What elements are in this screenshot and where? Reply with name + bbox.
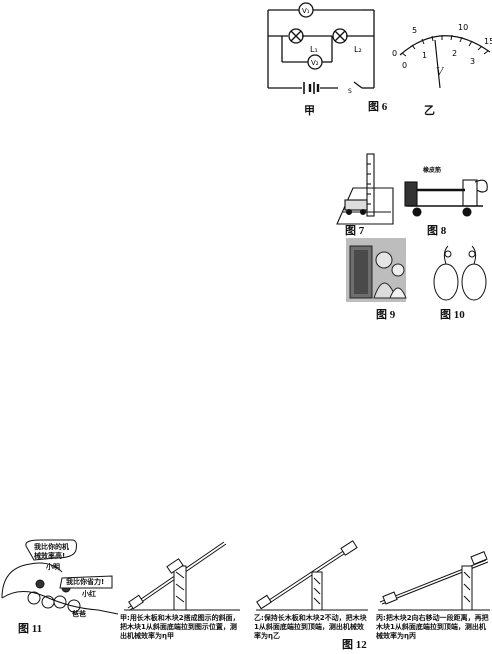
scale-top-5: 5 <box>412 26 417 35</box>
step-a-prefix: 甲: <box>120 614 130 622</box>
circuit-diagram: V₁ V₂ L₁ L₂ S 0 5 10 15 0 <box>267 2 492 95</box>
scale-bottom-1: 1 <box>422 51 427 60</box>
voltmeter-unit: V <box>436 67 445 78</box>
figure-9: 图 9 <box>346 238 407 321</box>
scale-bottom-3: 3 <box>470 57 475 66</box>
bubble-a: 我比你的机械效率高! <box>34 543 69 560</box>
l1-label: L₁ <box>310 45 318 54</box>
step-c: 丙:把木块2向右移动一段距离，再把木块1从斜面底端拉到顶端，测出机械效率为η丙 <box>376 614 492 641</box>
incline-panel-a <box>124 541 240 611</box>
fig7-label: 图 7 <box>345 225 365 237</box>
l2-label: L₂ <box>354 45 362 54</box>
fig9-label: 图 9 <box>376 309 396 321</box>
v1-label: V₁ <box>302 7 310 15</box>
scale-top-0: 0 <box>392 49 397 58</box>
fig11-label: 图 11 <box>18 623 43 635</box>
name-a: 小明 <box>46 563 60 571</box>
rubber-band-caption: 橡皮筋 <box>423 167 442 174</box>
step-c-text: 把木块2向右移动一段距离，再把木块1从斜面底端拉到顶端，测出机械效率为η丙 <box>376 614 489 640</box>
fig10-drawing <box>433 245 487 301</box>
figure-8: 橡皮筋 图 8 <box>403 160 492 237</box>
step-c-prefix: 丙: <box>376 614 386 622</box>
incline-panel-c <box>378 551 490 611</box>
fig12-label: 图 12 <box>342 639 367 651</box>
scale-top-10: 10 <box>458 23 468 32</box>
figure-12: 甲:用长木板和木块2搭成图示的斜面，把木块1从斜面底端拉到图示位置，测出机械效率… <box>120 540 492 652</box>
scale-top-15: 15 <box>484 37 492 46</box>
fig6-sub-b: 乙 <box>424 105 435 117</box>
scale-bottom-0: 0 <box>402 61 407 70</box>
fig10-label: 图 10 <box>440 309 465 321</box>
figure-7: 图 7 <box>335 152 395 237</box>
fig11-drawing <box>1 539 119 615</box>
fig7-drawing <box>336 153 394 225</box>
step-b-text: 保持长木板和木块2不动，把木块1从斜面底端拉到顶端，测出机械效率为η乙 <box>254 614 367 640</box>
step-b-prefix: 乙: <box>254 614 264 622</box>
fig9-photo <box>346 238 407 302</box>
name-c: 爸爸 <box>72 610 86 618</box>
incline-panel-b <box>256 540 368 611</box>
fig8-drawing <box>404 179 488 217</box>
name-b: 小红 <box>82 590 96 598</box>
voltmeter-dial <box>399 34 491 89</box>
bubble-b: 我比你省力! <box>66 578 105 586</box>
v2-label: V₂ <box>311 59 319 67</box>
step-a: 甲:用长木板和木块2搭成图示的斜面，把木块1从斜面底端拉到图示位置，测出机械效率… <box>120 614 242 641</box>
fig8-label: 图 8 <box>427 225 447 237</box>
step-a-text: 用长木板和木块2搭成图示的斜面，把木块1从斜面底端拉到图示位置，测出机械效率为η… <box>120 614 240 640</box>
figure-11: 我比你的机械效率高! 我比你省力! 小明 小红 爸爸 图 11 <box>0 538 120 636</box>
switch-label: S <box>348 88 352 95</box>
step-b: 乙:保持长木板和木块2不动，把木块1从斜面底端拉到顶端，测出机械效率为η乙 <box>254 614 370 641</box>
scale-bottom-2: 2 <box>452 49 457 58</box>
figure-10: 图 10 <box>430 238 492 321</box>
figure-6: V₁ V₂ L₁ L₂ S 0 5 10 15 0 <box>262 0 492 117</box>
fig6-sub-a: 甲 <box>304 105 315 117</box>
fig6-label: 图 6 <box>368 101 388 113</box>
